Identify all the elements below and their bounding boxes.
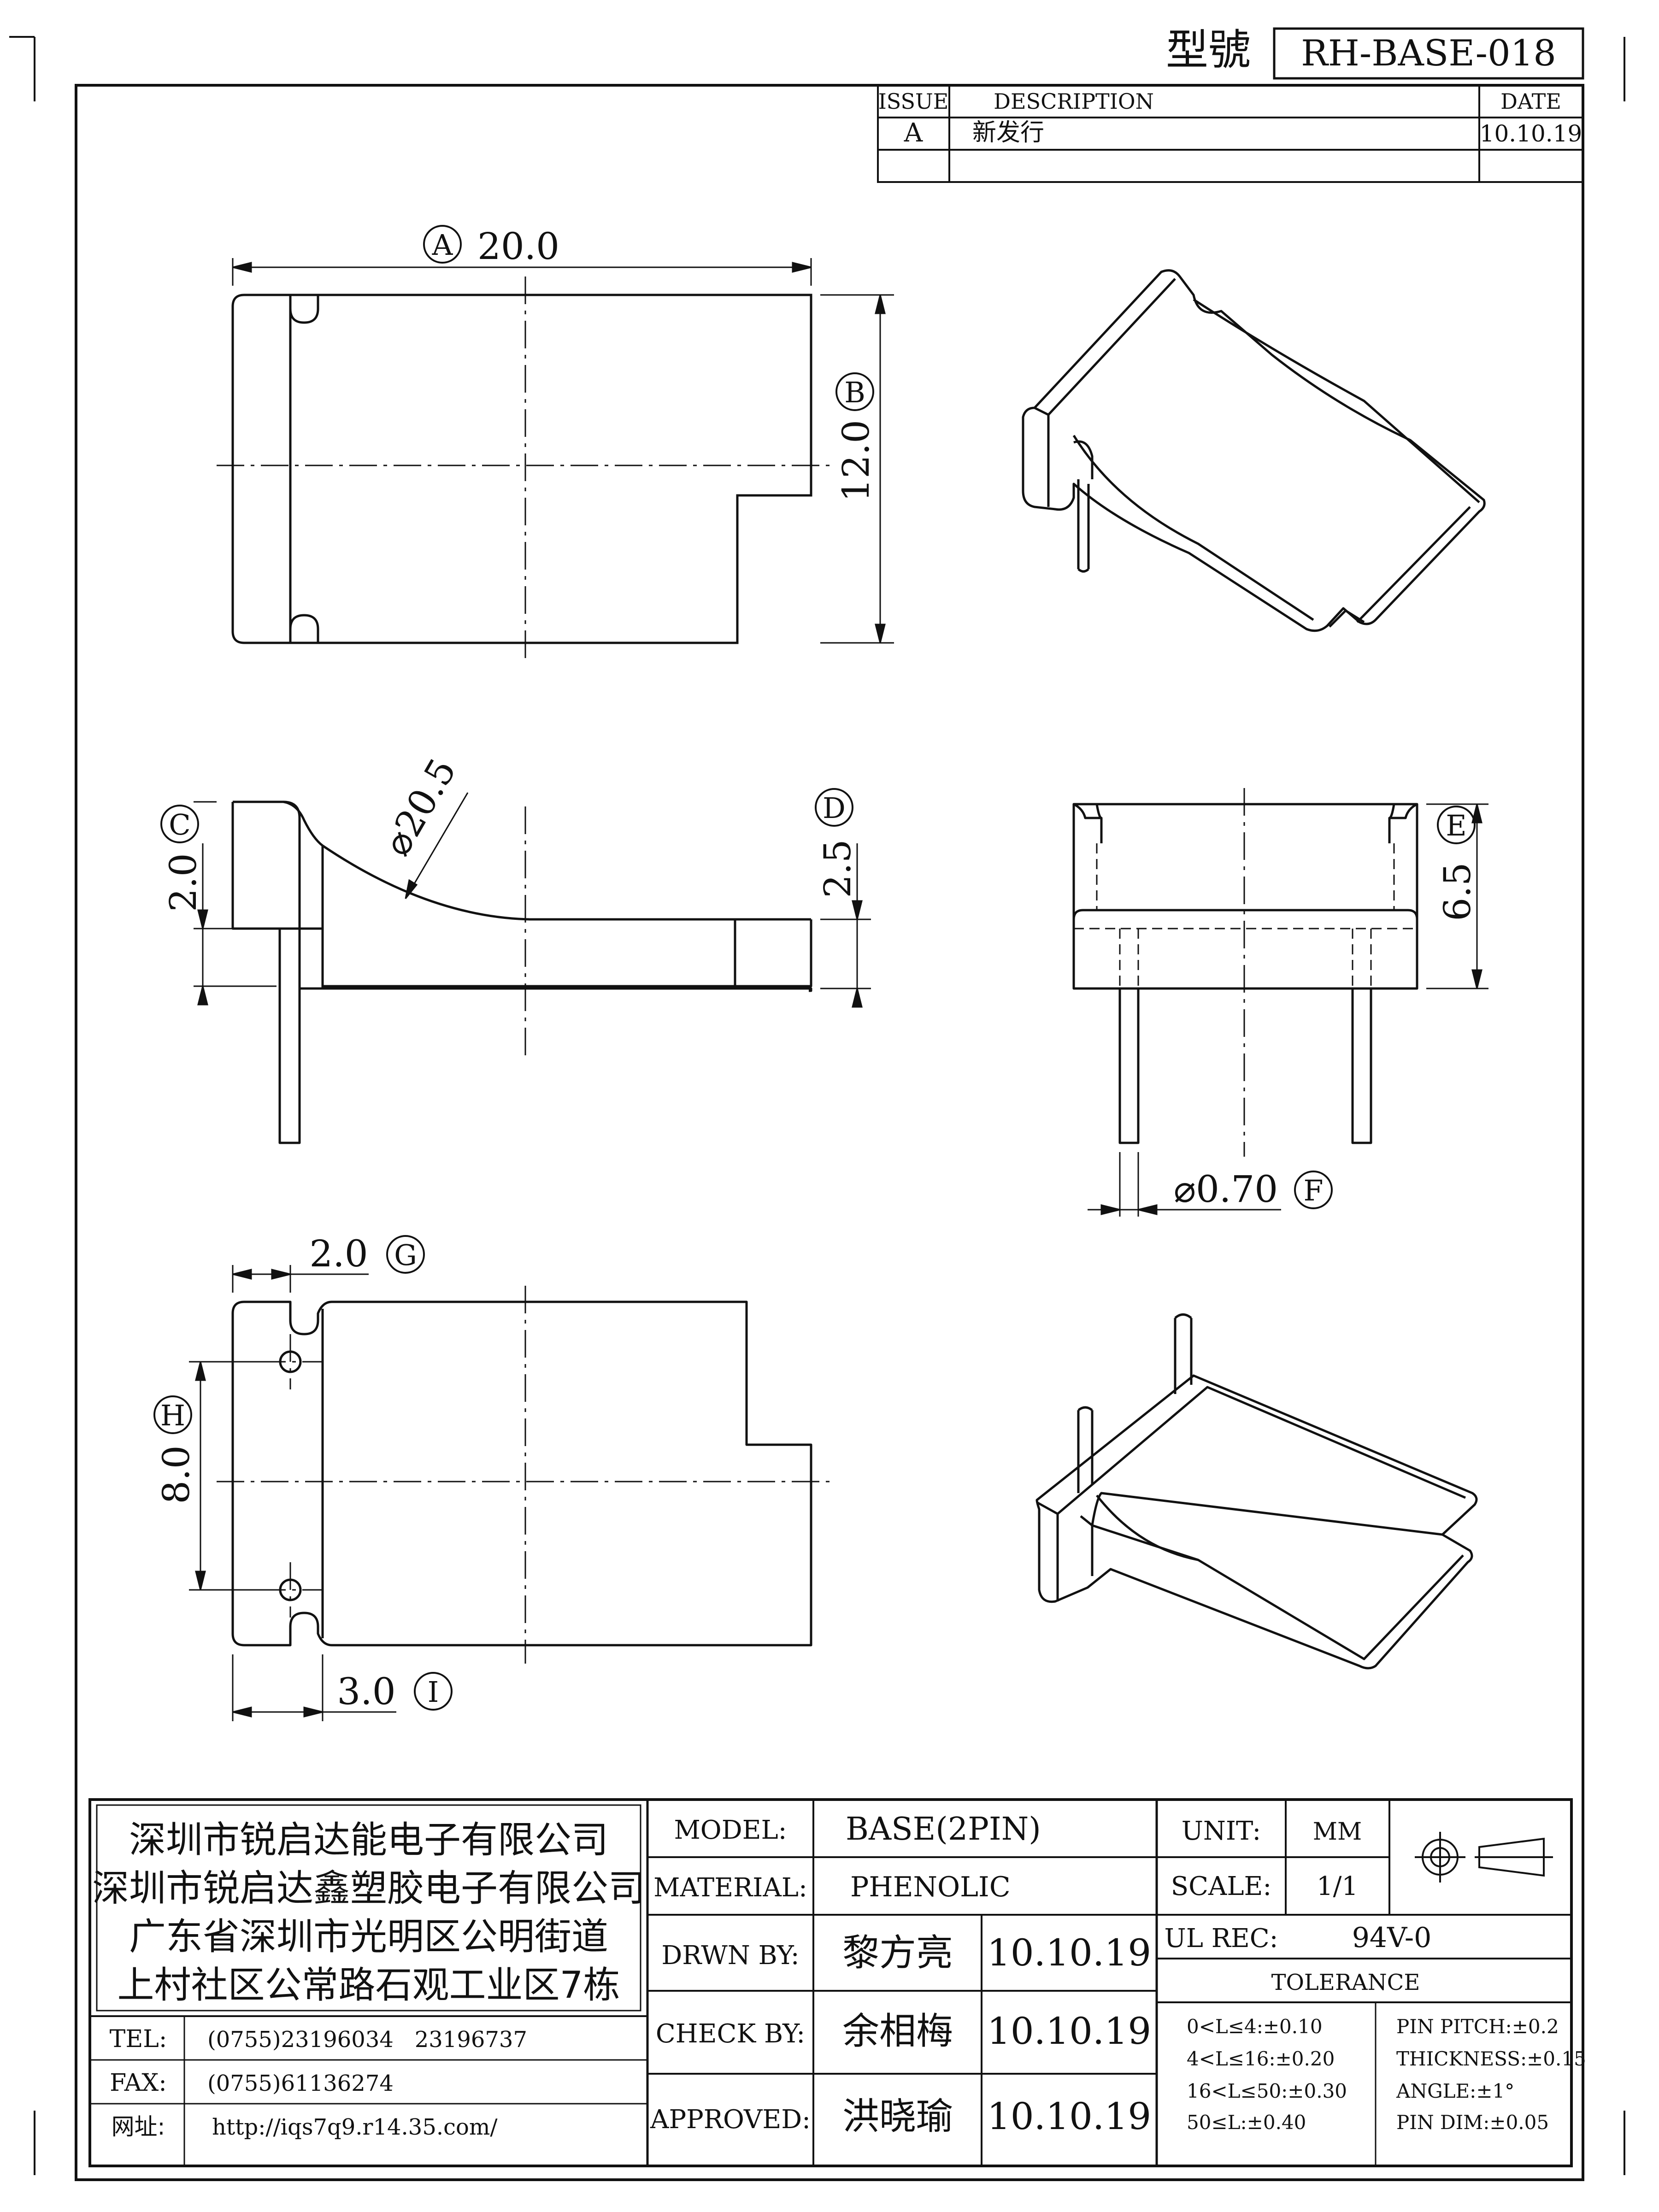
- tolerance-left-3: 16<L≤50:±0.30: [1187, 2080, 1347, 2102]
- dimension-d-value: 2.5: [816, 839, 859, 898]
- contact-block: TEL: (0755)23196034 23196737 FAX: (0755)…: [110, 2025, 527, 2140]
- drawn-by-label: DRWN BY:: [661, 1941, 799, 1971]
- revision-col-date: DATE: [1500, 89, 1561, 114]
- top-view-outline: [231, 294, 812, 644]
- dimension-d-letter: D: [823, 791, 846, 825]
- tolerance-left-1: 0<L≤4:±0.10: [1187, 2015, 1323, 2038]
- side-view: C 2.0 D 2.5 ⌀20.5: [160, 751, 871, 1144]
- drawn-by-name: 黎方亮: [842, 1931, 953, 1974]
- dimension-h-letter: H: [160, 1399, 185, 1432]
- dimension-i-balloon: [414, 1672, 453, 1711]
- dimension-f-letter: F: [1303, 1174, 1323, 1207]
- bottom-view: 2.0 G H 8.0 3.0 I: [153, 1232, 830, 1721]
- revision-row-description: 新发行: [972, 119, 1044, 147]
- company-line-4: 上村社区公常路石观工业区7栋: [118, 1964, 620, 2006]
- dimension-g-value: 2.0: [309, 1232, 368, 1275]
- dimension-a-value: 20.0: [477, 225, 559, 268]
- projection-symbol-icon: [1415, 1832, 1553, 1883]
- tolerance-left-4: 50≤L:±0.40: [1187, 2111, 1306, 2134]
- company-line-1: 深圳市锐启达能电子有限公司: [129, 1818, 608, 1861]
- tolerance-left-2: 4<L≤16:±0.20: [1187, 2047, 1335, 2070]
- dimension-b-value: 12.0: [835, 420, 877, 502]
- check-by-date: 10.10.19: [987, 2010, 1151, 2053]
- isometric-view-bottom: [1035, 1313, 1478, 1670]
- revision-row-date: 10.10.19: [1480, 120, 1583, 147]
- fax-value: (0755)61136274: [207, 2071, 394, 2096]
- spec-fields: UNIT: MM SCALE: 1/1 UL REC: 94V-0 TOLERA…: [1165, 1816, 1586, 2134]
- dimension-f-value: ⌀0.70: [1174, 1168, 1278, 1211]
- dimension-a-letter: A: [432, 228, 453, 262]
- model-value: BASE(2PIN): [846, 1811, 1041, 1847]
- drawing-frame: [75, 84, 1584, 2181]
- revision-table: [877, 84, 1584, 183]
- dimension-f-balloon: [1294, 1171, 1333, 1209]
- dimension-i-letter: I: [428, 1675, 439, 1709]
- tolerance-right-2: THICKNESS:±0.15: [1396, 2047, 1586, 2070]
- tel-value: (0755)23196034 23196737: [207, 2027, 527, 2053]
- dimension-h-balloon: [153, 1395, 192, 1434]
- dimension-b-letter: B: [844, 376, 865, 409]
- front-view: E 6.5 ⌀0.70 F: [1072, 788, 1488, 1217]
- company-line-3: 广东省深圳市光明区公明街道: [129, 1915, 608, 1958]
- revision-row-issue: A: [904, 118, 923, 148]
- approved-name: 洪晓瑜: [842, 2095, 953, 2138]
- model-label: MODEL:: [674, 1815, 787, 1845]
- dimension-g-balloon: [386, 1235, 425, 1274]
- dimension-e-letter: E: [1446, 809, 1466, 842]
- model-number-box: [1273, 27, 1584, 80]
- dimension-i-value: 3.0: [337, 1670, 395, 1713]
- scale-value: 1/1: [1317, 1871, 1358, 1901]
- company-block: 深圳市锐启达能电子有限公司 深圳市锐启达鑫塑胶电子有限公司 广东省深圳市光明区公…: [92, 1818, 645, 2006]
- fax-label: FAX:: [110, 2069, 167, 2097]
- material-value: PHENOLIC: [850, 1871, 1011, 1903]
- top-view: A 20.0 B 12.0: [217, 225, 894, 664]
- revision-col-description: DESCRIPTION: [994, 89, 1154, 114]
- scale-label: SCALE:: [1171, 1871, 1272, 1901]
- check-by-label: CHECK BY:: [656, 2019, 805, 2049]
- drawn-by-date: 10.10.19: [987, 1931, 1151, 1974]
- dimension-b-balloon: [835, 372, 874, 411]
- website-label: 网址:: [112, 2113, 165, 2140]
- model-fields: MODEL: BASE(2PIN) MATERIAL: PHENOLIC DRW…: [650, 1811, 1151, 2138]
- tolerance-title: TOLERANCE: [1271, 1970, 1420, 1995]
- dimension-g-letter: G: [394, 1238, 417, 1272]
- model-number-value: RH-BASE-018: [1301, 33, 1556, 74]
- company-line-2: 深圳市锐启达鑫塑胶电子有限公司: [92, 1867, 645, 1910]
- radius-dimension: ⌀20.5: [375, 751, 465, 863]
- website-value: http://iqs7q9.r14.35.com/: [212, 2114, 498, 2140]
- revision-col-issue: ISSUE: [878, 89, 949, 114]
- title-block: [88, 1798, 1573, 2167]
- dimension-e-value: 6.5: [1436, 862, 1479, 921]
- dimension-e-balloon: [1437, 806, 1476, 844]
- dimension-d-balloon: [815, 788, 853, 827]
- unit-value: MM: [1313, 1818, 1362, 1846]
- tolerance-right-4: PIN DIM:±0.05: [1396, 2111, 1549, 2134]
- dimension-c-letter: C: [169, 808, 190, 841]
- model-number-label: 型號: [1166, 25, 1251, 75]
- ul-rec-value: 94V-0: [1352, 1922, 1432, 1954]
- approved-date: 10.10.19: [987, 2095, 1151, 2138]
- tel-label: TEL:: [110, 2025, 167, 2053]
- unit-label: UNIT:: [1182, 1816, 1261, 1846]
- tolerance-right-3: ANGLE:±1°: [1396, 2080, 1514, 2102]
- isometric-view-top: [1022, 269, 1486, 632]
- check-by-name: 余相梅: [842, 2010, 953, 2053]
- dimension-c-value: 2.0: [162, 853, 205, 912]
- dimension-a-balloon: [423, 225, 462, 264]
- dimension-h-value: 8.0: [155, 1445, 198, 1504]
- tolerance-right-1: PIN PITCH:±0.2: [1396, 2015, 1559, 2038]
- model-number-header: 型號 RH-BASE-018: [1166, 25, 1584, 80]
- corner-marks: [9, 36, 1625, 2175]
- material-label: MATERIAL:: [653, 1873, 807, 1903]
- dimension-c-balloon: [160, 805, 199, 843]
- approved-label: APPROVED:: [650, 2105, 811, 2135]
- ul-rec-label: UL REC:: [1165, 1924, 1278, 1953]
